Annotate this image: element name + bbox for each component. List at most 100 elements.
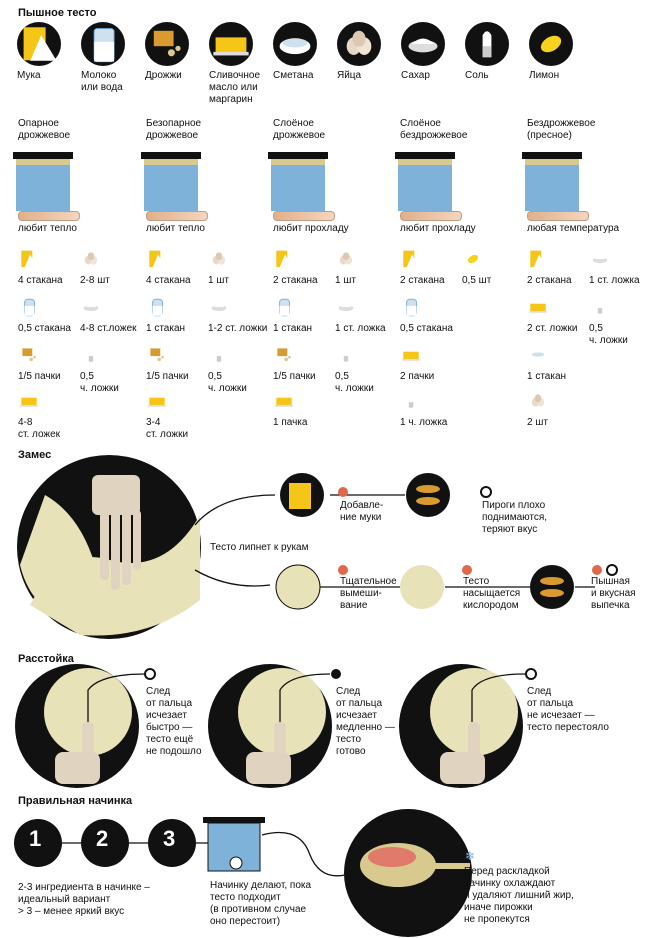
dough-ingredient: 2 пачки xyxy=(400,344,434,383)
butter-icon xyxy=(20,397,38,407)
sugar-icon xyxy=(211,304,227,312)
proof-circle-3 xyxy=(399,664,523,788)
dough-ingredient: 3-4 ст. ложки xyxy=(146,390,188,441)
dough-ingredient: 2 стакана xyxy=(273,248,318,287)
amount-text: 4 стакана xyxy=(18,275,63,286)
amount-text: 1 ст. ложка xyxy=(335,323,386,334)
dough-ingredient: 2 стакана xyxy=(400,248,445,287)
rasstoika-diagram xyxy=(15,664,537,788)
milk-jug-icon xyxy=(81,22,125,66)
amount-text: 0,5 шт xyxy=(462,275,492,286)
dough-ingredient: 1 шт xyxy=(335,248,357,287)
amount-text: 2 стакана xyxy=(273,275,318,286)
dough-ingredient: 1 стакан xyxy=(527,344,566,383)
dough-ingredient: 1 ст. ложка xyxy=(335,296,386,335)
yeast-icon xyxy=(22,348,36,362)
eggs-icon xyxy=(339,252,353,265)
sugar-icon xyxy=(401,22,445,66)
amount-text: 1/5 пачки xyxy=(18,371,61,382)
nachinka-text-2: Начинку делают, пока тесто подходит (в п… xyxy=(210,880,312,927)
dough-ingredient: 2 ст. ложки xyxy=(527,296,577,335)
amount-text: 1 шт xyxy=(208,275,229,286)
butter-icon xyxy=(209,22,253,66)
yeast-icon xyxy=(277,348,291,362)
butter-icon xyxy=(148,397,166,407)
dough-ingredient: 0,5 стакана xyxy=(18,296,71,335)
temperature-text: любая температура xyxy=(527,223,620,234)
step-mix-text: Тщательное вымеши- вание xyxy=(340,576,397,611)
milk-jug-icon xyxy=(406,298,417,317)
thermometer-icon xyxy=(18,211,80,221)
pot-icon xyxy=(522,152,582,218)
amount-text: 4-8 ст. ложек xyxy=(18,417,61,440)
ingredient-6: Яйца xyxy=(337,22,381,82)
flour-icon xyxy=(530,250,547,268)
dough-ingredient: 1 стакан xyxy=(273,296,312,335)
step-oxygen-text: Тесто насыщается кислородом xyxy=(463,576,521,611)
dough-ingredient: 0,5 ч. ложки xyxy=(589,296,628,347)
ingredient-7: Сахар xyxy=(401,22,445,82)
dough-ingredient: 0,5 ч. ложки xyxy=(208,344,247,395)
zames-diagram xyxy=(17,455,618,639)
result-bad-text: Пироги плохо поднимаются, теряют вкус xyxy=(482,500,548,535)
amount-text: 2 стакана xyxy=(527,275,572,286)
nachinka-num-1: 1 xyxy=(29,826,42,851)
ingredient-label: Соль xyxy=(465,70,489,81)
sugar-icon xyxy=(83,304,99,312)
eggs-icon xyxy=(212,252,226,265)
flour-icon xyxy=(403,250,420,268)
yeast-icon xyxy=(150,348,164,362)
dough-name: Безопарное дрожжевое xyxy=(146,118,202,141)
dough-ingredient: 1 шт xyxy=(208,248,230,287)
dough-ingredient: 0,5 шт xyxy=(462,248,491,287)
ingredient-8: Соль xyxy=(465,22,509,82)
step-add-flour-text: Добавле- ние муки xyxy=(340,500,384,523)
nachinka-text-3: Перед раскладкой начинку охлаждают и уда… xyxy=(464,866,574,925)
amount-text: 1 стакан xyxy=(146,323,186,334)
hand-icon xyxy=(92,475,141,590)
salt-icon xyxy=(88,348,94,362)
ingredient-label: Лимон xyxy=(529,70,560,81)
lemon-icon xyxy=(529,22,573,66)
pot-icon xyxy=(141,152,201,218)
proof-text-1: След от пальца исчезает быстро — тесто е… xyxy=(146,686,202,757)
thermometer-icon xyxy=(273,211,335,221)
eggs-icon xyxy=(84,252,98,265)
page-title: Пышное тесто xyxy=(18,7,97,19)
dough-ingredient: 4 стакана xyxy=(18,248,63,287)
amount-text: 1/5 пачки xyxy=(146,371,189,382)
nachinka-diagram: ❄ xyxy=(14,809,475,937)
dough-name: Слоёное дрожжевое xyxy=(273,118,326,141)
nachinka-text-1: 2-3 ингредиента в начинке – идеальный ва… xyxy=(18,882,150,917)
amount-text: 0,5 ч. ложки xyxy=(208,371,247,394)
sugar-icon xyxy=(592,256,608,264)
milk-jug-icon xyxy=(152,298,163,317)
rasstoika-title: Расстойка xyxy=(18,653,74,665)
dough-ingredient: 1/5 пачки xyxy=(146,344,189,383)
dough-ingredient: 1 ч. ложка xyxy=(400,390,447,429)
ingredient-label: Дрожжи xyxy=(145,70,182,81)
ingredient-label: Мука xyxy=(17,70,41,81)
dough-ingredient: 1-2 ст. ложки xyxy=(208,296,267,335)
dough-ingredient: 0,5 стакана xyxy=(400,296,453,335)
nachinka-num-3: 3 xyxy=(163,826,176,851)
thermometer-icon xyxy=(146,211,208,221)
dough-ingredient: 1/5 пачки xyxy=(273,344,316,383)
sour-cream-icon xyxy=(530,352,546,361)
ingredient-1: Мука xyxy=(17,22,61,82)
lemon-icon xyxy=(467,254,479,264)
amount-text: 1 пачка xyxy=(273,417,308,428)
dough-ingredient: 4 стакана xyxy=(146,248,191,287)
sour-cream-icon xyxy=(273,22,317,66)
amount-text: 1-2 ст. ложки xyxy=(208,323,268,334)
amount-text: 2 ст. ложки xyxy=(527,323,578,334)
dough-ingredient: 0,5 ч. ложки xyxy=(335,344,374,395)
step-good-text: Пышная и вкусная выпечка xyxy=(591,576,636,611)
dough-name: Слоёное бездрожжевое xyxy=(400,118,468,141)
butter-icon xyxy=(275,397,293,407)
amount-text: 3-4 ст. ложки xyxy=(146,417,189,440)
zames-title: Замес xyxy=(18,449,52,461)
salt-icon xyxy=(408,394,414,408)
amount-text: 0,5 стакана xyxy=(400,323,453,334)
temperature-text: любит тепло xyxy=(18,223,77,234)
